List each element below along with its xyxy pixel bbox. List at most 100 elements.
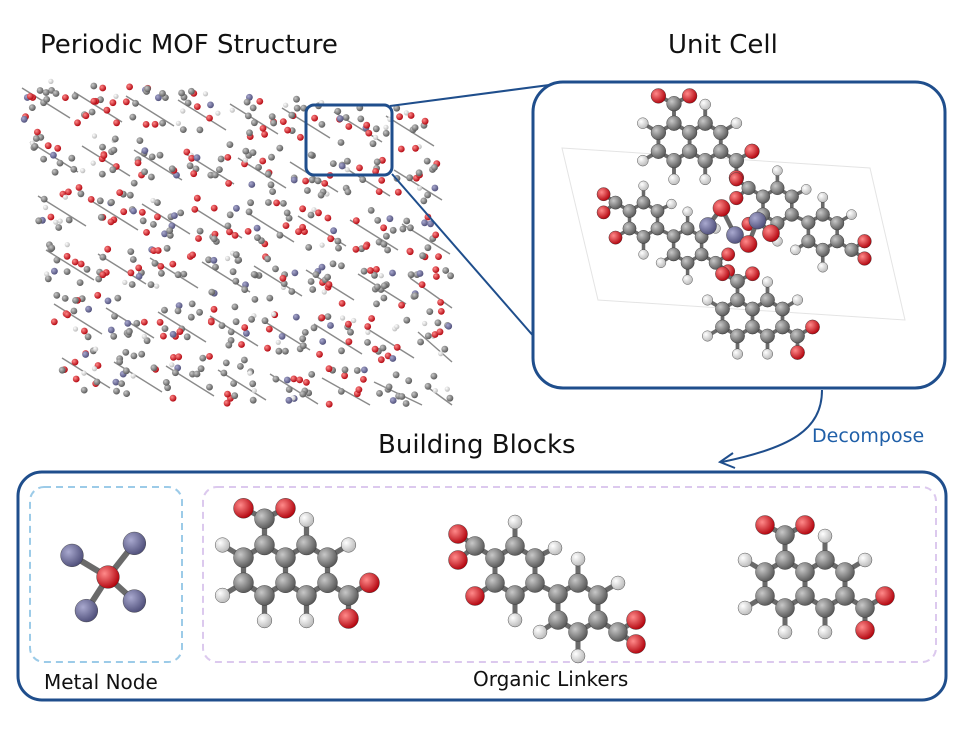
oxygen-atom <box>875 586 895 606</box>
organic-linker-1 <box>214 498 380 629</box>
lattice-strut <box>141 203 191 235</box>
lattice-atom <box>305 244 313 251</box>
lattice-atom <box>375 188 383 196</box>
hydrogen-atom <box>507 612 523 628</box>
lattice-atom <box>372 125 380 133</box>
lattice-atom <box>90 97 98 105</box>
carbon-atom <box>622 204 637 218</box>
lattice-atom <box>211 171 219 179</box>
lattice-atom <box>99 271 107 279</box>
lattice-atom <box>212 263 219 271</box>
lattice-atom <box>193 103 201 110</box>
lattice-atom <box>421 117 429 125</box>
lattice-atom <box>71 92 79 100</box>
lattice-strut <box>245 211 295 243</box>
hydrogen-atom <box>638 249 649 260</box>
lattice-atom <box>187 313 195 321</box>
carbon-atom <box>708 255 723 270</box>
metal-node-molecule <box>60 531 146 623</box>
lattice-atom <box>416 270 424 277</box>
lattice-atom <box>362 243 370 250</box>
lattice-atom <box>411 391 418 399</box>
hydrogen-atom <box>668 173 680 186</box>
lattice-atom <box>87 196 95 203</box>
lattice-atom <box>434 319 442 327</box>
lattice-atom <box>376 390 383 397</box>
lattice-atom <box>405 377 413 385</box>
hydrogen-atom <box>732 348 743 360</box>
lattice-atom <box>266 294 274 302</box>
lattice-atom <box>150 221 157 228</box>
carbon-atom <box>317 547 338 568</box>
lattice-atom <box>246 129 253 137</box>
lattice-atom <box>178 89 186 97</box>
hydrogen-atom <box>682 274 693 285</box>
hydrogen-atom <box>846 209 857 220</box>
lattice-atom <box>52 90 60 97</box>
lattice-atom <box>135 264 143 272</box>
lattice-atom <box>250 271 258 278</box>
lattice-atom <box>80 168 86 174</box>
lattice-atom <box>446 394 454 402</box>
oxygen-atom <box>448 550 468 570</box>
organic-linker-2 <box>448 514 646 664</box>
lattice-atom <box>374 217 382 224</box>
carbon-atom <box>760 292 775 308</box>
lattice-atom <box>411 124 419 131</box>
lattice-strut <box>321 377 371 406</box>
lattice-atom <box>336 115 344 122</box>
carbon-atom <box>650 143 667 159</box>
lattice-atom <box>138 208 146 216</box>
lattice-atom <box>367 267 374 274</box>
lattice-atom <box>329 260 337 268</box>
lattice-atom <box>275 339 281 345</box>
lattice-atom <box>243 98 251 106</box>
lattice-atom <box>196 227 204 235</box>
lattice-atom <box>237 363 244 370</box>
lattice-atom <box>112 378 120 386</box>
lattice-atom <box>40 195 48 203</box>
lattice-atom <box>373 158 381 166</box>
lattice-atom <box>225 255 231 262</box>
hydrogen-atom <box>610 575 626 591</box>
lattice-atom <box>170 354 177 361</box>
lattice-atom <box>110 332 118 340</box>
lattice-atom <box>327 322 334 329</box>
lattice-atom <box>140 318 148 326</box>
lattice-atom <box>424 332 432 340</box>
lattice-atom <box>276 231 284 239</box>
lattice-atom <box>345 320 352 328</box>
lattice-atom <box>154 247 162 254</box>
lattice-atom <box>317 191 325 199</box>
carbon-atom <box>760 328 775 344</box>
lattice-atom <box>389 397 397 404</box>
carbon-atom <box>485 573 505 593</box>
lattice-atom <box>374 283 381 291</box>
lattice-atom <box>247 370 253 376</box>
carbon-atom <box>568 622 588 642</box>
lattice-atom <box>180 270 188 278</box>
lattice-atom <box>104 297 112 305</box>
lattice-atom <box>130 373 136 379</box>
carbon-atom <box>697 153 713 169</box>
lattice-atom <box>417 338 424 346</box>
lattice-atom <box>202 91 209 97</box>
lattice-atom <box>143 229 150 236</box>
lattice-atom <box>139 217 147 225</box>
carbon-atom <box>815 550 835 570</box>
lattice-atom <box>389 226 397 234</box>
hydrogen-atom <box>737 552 753 568</box>
lattice-atom <box>337 388 345 395</box>
lattice-atom <box>403 316 411 324</box>
lattice-atom <box>268 153 275 161</box>
lattice-atom <box>424 191 431 199</box>
lattice-atom <box>249 396 257 404</box>
lattice-strut <box>201 261 251 293</box>
oxygen-atom <box>805 319 820 335</box>
lattice-atom <box>344 188 352 196</box>
lattice-atom <box>363 121 371 129</box>
lattice-atom <box>311 207 317 213</box>
metal-atom <box>74 598 98 623</box>
lattice-atom <box>169 394 177 402</box>
lattice-atom <box>48 244 56 252</box>
